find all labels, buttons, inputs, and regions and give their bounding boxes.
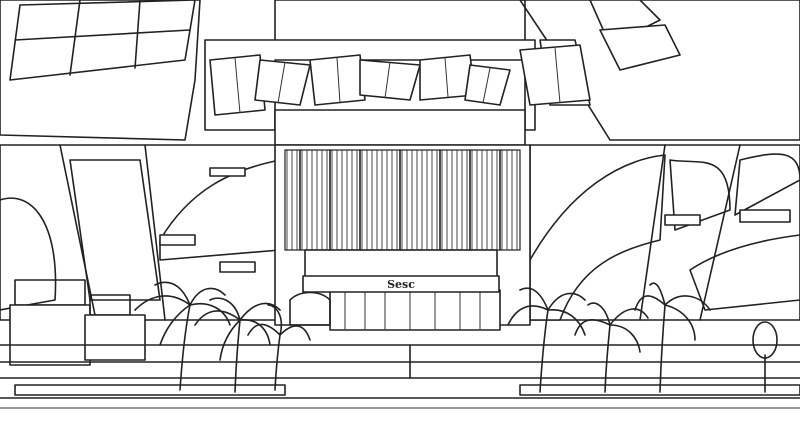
palm-tree [634, 282, 711, 393]
palm-tree [194, 297, 281, 393]
palm-tree [574, 302, 649, 393]
entrance-canopy: Sesc [302, 249, 500, 293]
palm-tree [134, 281, 231, 391]
central-roof [204, 0, 591, 146]
palm-trees [134, 281, 778, 393]
palm-tree [247, 304, 311, 391]
left-lower-structures [9, 279, 331, 366]
palm-tree [507, 287, 586, 393]
left-roof [0, 0, 201, 141]
left-orange-facade [0, 144, 281, 321]
right-orange-facade [529, 144, 800, 321]
central-building [274, 144, 531, 331]
small-tree [752, 321, 778, 393]
sesc-sign: Sesc [387, 278, 415, 291]
